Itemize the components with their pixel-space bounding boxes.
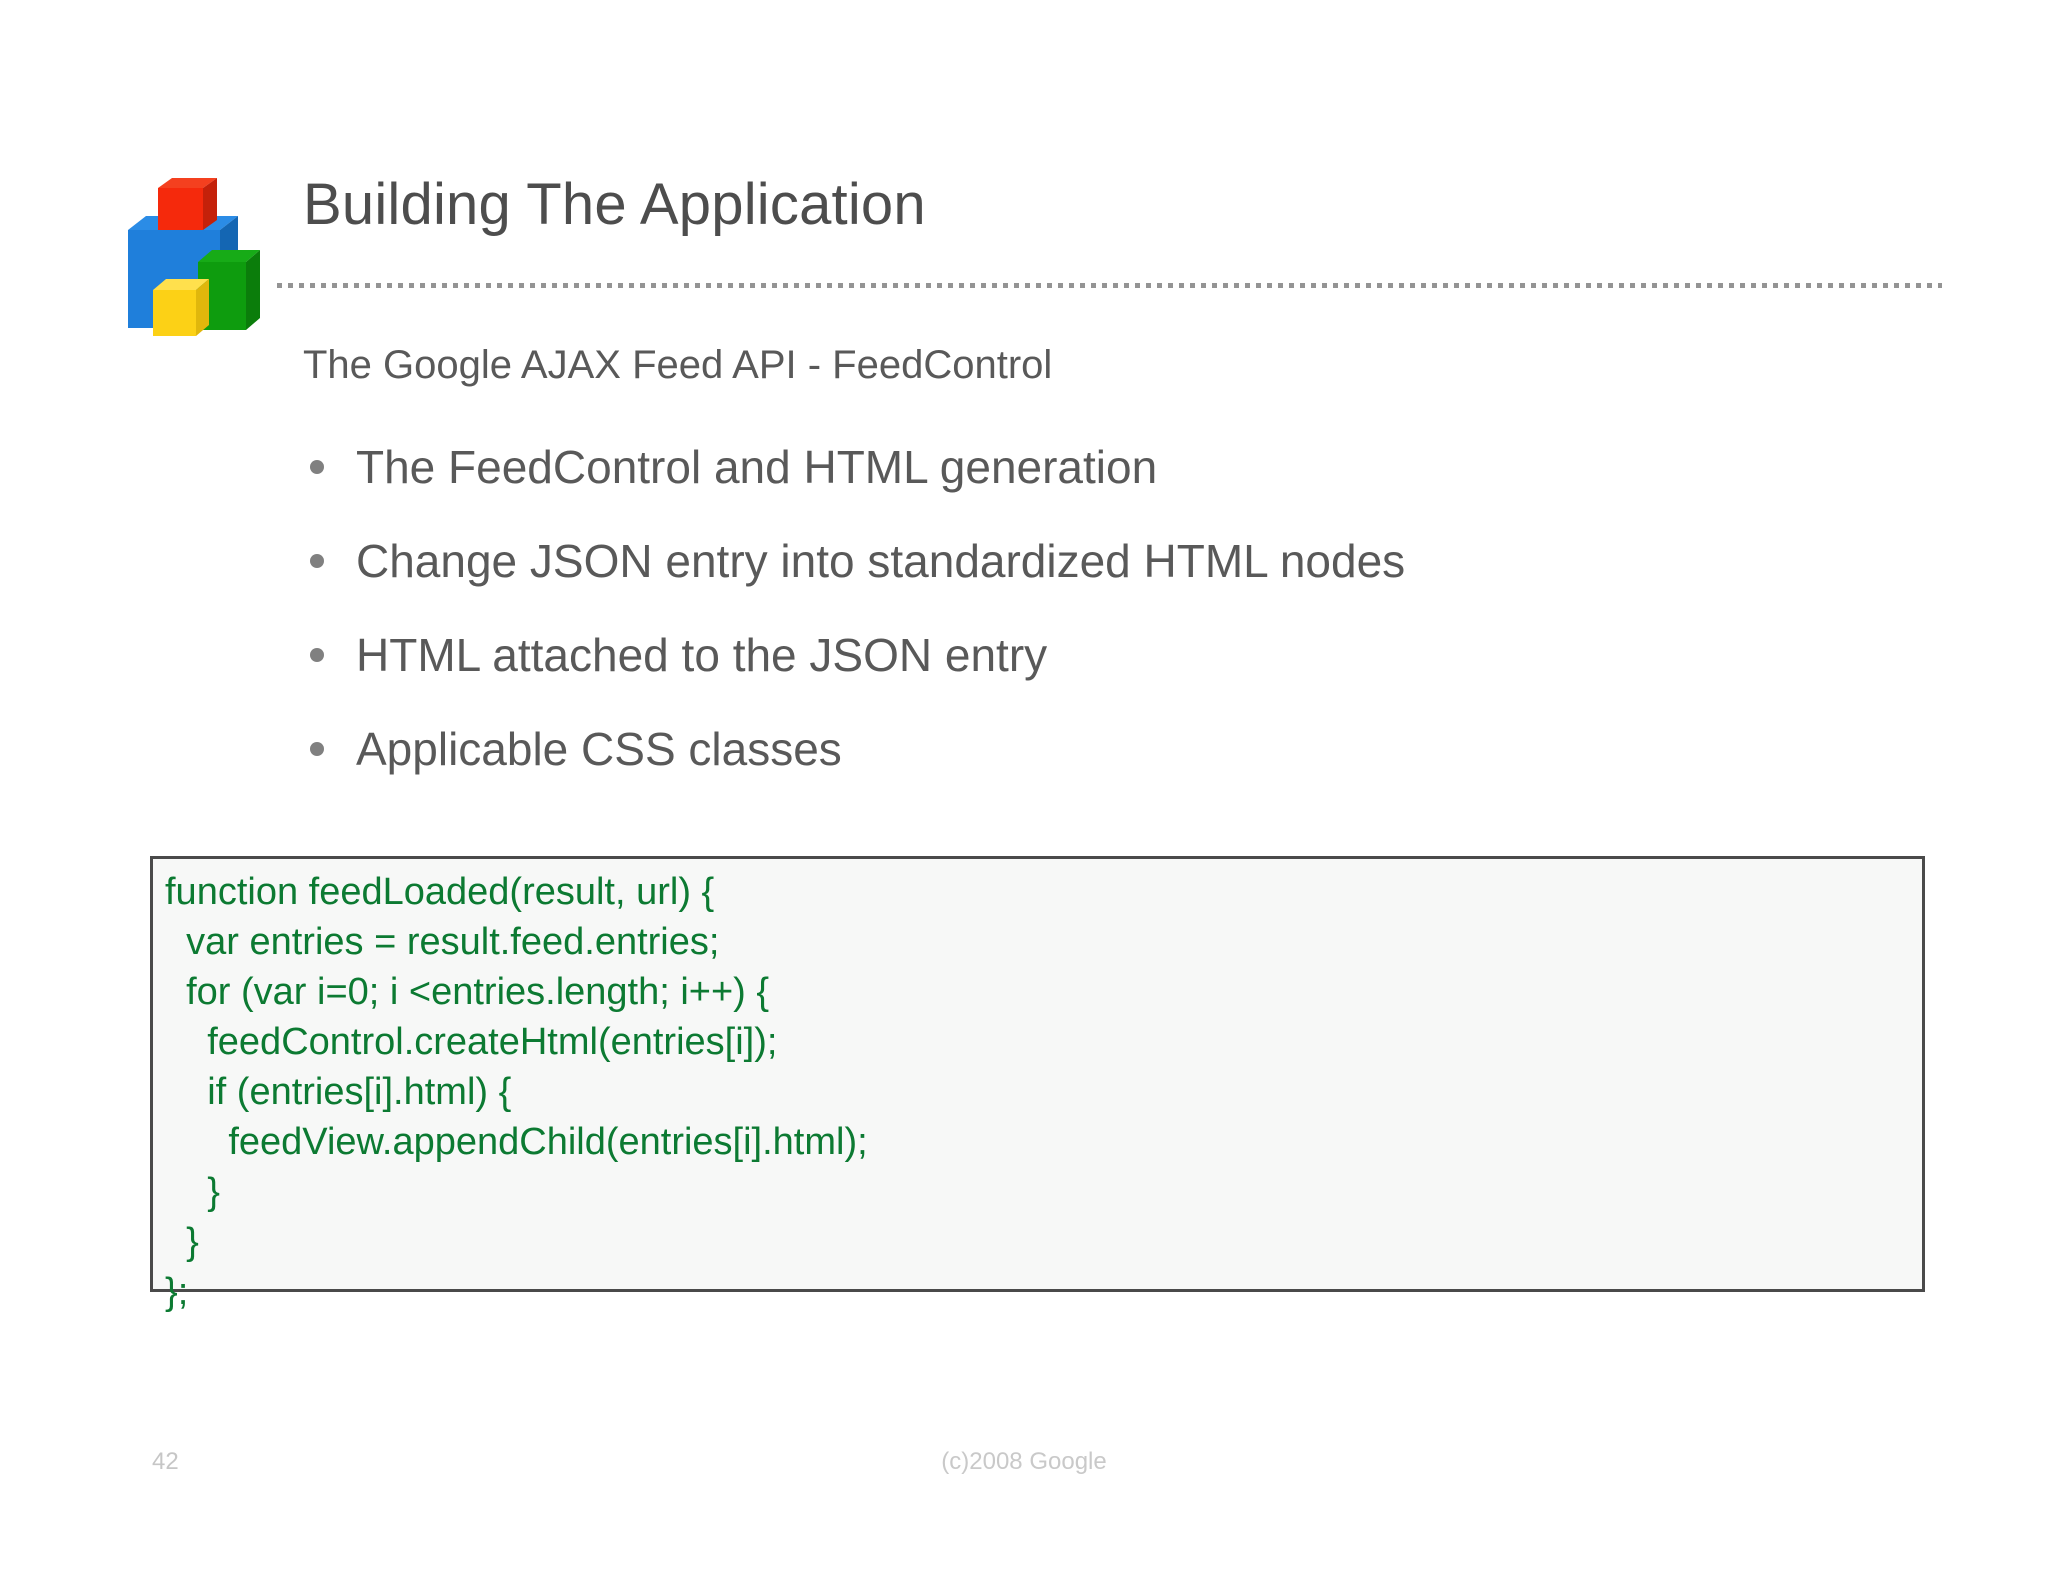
bullet-text: Change JSON entry into standardized HTML… — [356, 535, 1406, 587]
bullet-dot-icon — [310, 648, 324, 662]
code-line: feedView.appendChild(entries[i].html); — [165, 1121, 868, 1163]
code-content: function feedLoaded(result, url) { var e… — [165, 867, 1925, 1317]
bullet-list: The FeedControl and HTML generation Chan… — [310, 420, 1910, 796]
code-line: } — [165, 1171, 220, 1213]
bullet-dot-icon — [310, 460, 324, 474]
code-line: for (var i=0; i <entries.length; i++) { — [165, 971, 770, 1013]
google-code-blocks-logo — [128, 178, 278, 343]
list-item: Applicable CSS classes — [310, 702, 1910, 796]
code-line: var entries = result.feed.entries; — [165, 921, 720, 963]
code-line: function feedLoaded(result, url) { — [165, 871, 715, 913]
page-title: Building The Application — [303, 172, 926, 237]
list-item: Change JSON entry into standardized HTML… — [310, 514, 1910, 608]
list-item: The FeedControl and HTML generation — [310, 420, 1910, 514]
code-block: function feedLoaded(result, url) { var e… — [150, 856, 1925, 1313]
code-line: if (entries[i].html) { — [165, 1071, 512, 1113]
bullet-dot-icon — [310, 742, 324, 756]
bullet-text: HTML attached to the JSON entry — [356, 629, 1048, 681]
code-line: feedControl.createHtml(entries[i]); — [165, 1021, 778, 1063]
list-item: HTML attached to the JSON entry — [310, 608, 1910, 702]
bullet-dot-icon — [310, 554, 324, 568]
bullet-text: The FeedControl and HTML generation — [356, 441, 1158, 493]
code-line: }; — [165, 1271, 189, 1313]
code-line: } — [165, 1221, 199, 1263]
bullet-text: Applicable CSS classes — [356, 723, 842, 775]
copyright-notice: (c)2008 Google — [941, 1448, 1107, 1475]
header-divider — [277, 283, 1942, 288]
page-number: 42 — [152, 1448, 179, 1475]
slide-subtitle: The Google AJAX Feed API - FeedControl — [303, 343, 1053, 387]
